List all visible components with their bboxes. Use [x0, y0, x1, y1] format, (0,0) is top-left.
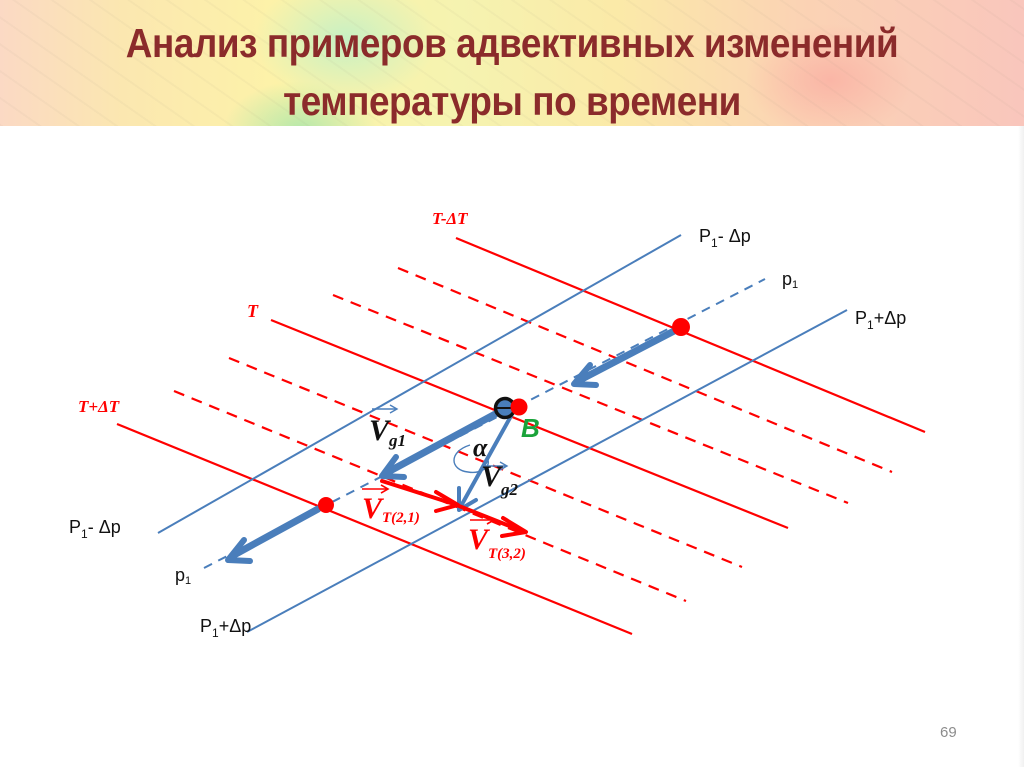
- wind-arrow-upper: [576, 326, 680, 384]
- isotherm-t: [270, 318, 789, 530]
- slide-title-line-2: температуры по времени: [283, 78, 741, 124]
- label-vt21: VT(2,1): [362, 492, 420, 526]
- isobar-p1-plus-dp: [246, 309, 848, 633]
- dashed-isotherm-1: [397, 266, 893, 474]
- thermal-wind-arrows: [380, 479, 528, 538]
- slide-title-line-1: Анализ примеров адвективных изменений: [125, 20, 899, 66]
- label-t: T: [247, 301, 259, 321]
- title-banner: [0, 0, 1024, 126]
- vector-overbars-red: [362, 484, 496, 525]
- label-lower-p1-plus-dp: P1+Δp: [200, 616, 251, 640]
- label-upper-p1-plus-dp: P1+Δp: [855, 308, 906, 332]
- vector-overbars-blue: [372, 404, 509, 471]
- dashed-isotherm-2: [332, 293, 849, 505]
- red-point-lower: [318, 497, 334, 513]
- label-point-b: B: [521, 413, 540, 443]
- vt21-arrow: [380, 479, 456, 506]
- slide-title: Анализ примеров адвективных изменений те…: [51, 14, 973, 130]
- label-upper-p1: p1: [782, 269, 798, 291]
- isotherm-t-minus: [455, 236, 926, 434]
- vg2-arrow: [459, 414, 513, 508]
- isobar-p1-minus-dp: [157, 234, 682, 534]
- vg1-arrow: [384, 408, 503, 476]
- isobars: [157, 234, 848, 633]
- vt32-arrow: [452, 502, 524, 533]
- label-vt32: VT(3,2): [468, 523, 526, 562]
- label-vg1: Vg1: [369, 414, 406, 450]
- solid-isotherms: [116, 236, 926, 636]
- wind-arrows: [225, 326, 680, 564]
- label-upper-p1-minus-dp: P1- Δp: [699, 226, 751, 250]
- page-number: 69: [940, 724, 957, 741]
- label-lower-p1: p1: [175, 565, 191, 587]
- wind-arrow-lower: [230, 505, 322, 559]
- label-t-plus-dt: T+ΔT: [78, 397, 120, 416]
- label-lower-p1-minus-dp: P1- Δp: [69, 517, 121, 541]
- isotherm-t-plus: [116, 422, 633, 636]
- points: [318, 318, 690, 513]
- red-point-b: [510, 398, 528, 416]
- label-vg2: Vg2: [481, 460, 519, 499]
- label-t-minus-dt: T-ΔT: [432, 209, 468, 228]
- point-b-marker: [493, 396, 528, 420]
- slide-edge: [1018, 126, 1024, 767]
- red-point-upper: [672, 318, 690, 336]
- label-alpha: α: [473, 433, 488, 462]
